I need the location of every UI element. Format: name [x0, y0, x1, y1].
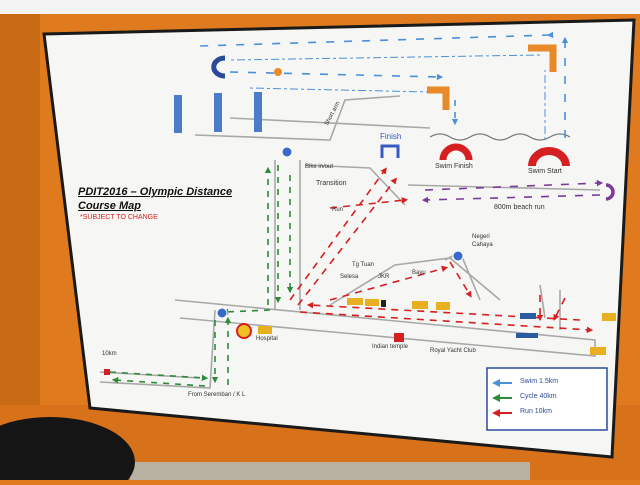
- tyre: [0, 417, 135, 485]
- bayu-label: Bayu: [412, 270, 426, 276]
- shoreline: [429, 133, 571, 141]
- poi-marker: [347, 298, 363, 305]
- poi-marker: [412, 301, 428, 309]
- jkr-label: JKR: [378, 274, 390, 280]
- buoy-corner-icon: [528, 44, 557, 72]
- swim-finish-label: Swim Finish: [435, 163, 473, 170]
- top-paper-strip: [0, 0, 640, 14]
- temple-marker: [394, 333, 404, 342]
- finish-gate-icon: [380, 144, 400, 158]
- transition-label: Transition: [316, 180, 347, 187]
- beach-run-label: 800m beach run: [494, 204, 545, 211]
- bike-inout-label: Bike in/out: [305, 164, 334, 170]
- hospital-label: Hospital: [256, 336, 278, 342]
- map-subtitle: Course Map: [78, 200, 141, 212]
- ten-km-label: 10km: [102, 351, 117, 357]
- legend-run-label: Run 10km: [520, 408, 552, 415]
- shell-station-icon: [236, 323, 252, 339]
- buoy-icon: [274, 68, 282, 76]
- floor-strip: [130, 462, 530, 480]
- negeri-label: Negeri: [472, 234, 490, 240]
- poi-marker: [436, 302, 450, 310]
- cahaya-label: Cahaya: [472, 242, 493, 248]
- poi-marker: [258, 326, 272, 334]
- legend-swim-label: Swim 1.5km: [520, 378, 559, 385]
- swim-course: [199, 31, 569, 140]
- poi-marker: [365, 299, 379, 306]
- swim-start-label: Swim Start: [528, 168, 562, 175]
- run-inout-label: Run: [332, 207, 344, 213]
- buoy-corner-icon: [427, 86, 450, 110]
- royal-yacht-club-label: Royal Yacht Club: [430, 348, 476, 354]
- finish-label: Finish: [380, 132, 402, 141]
- selesa-label: Selesa: [340, 274, 359, 280]
- beach-turn-icon: [605, 183, 615, 201]
- swim-turn-icon: [211, 55, 226, 79]
- board-left-edge: [0, 14, 40, 480]
- jetty-bar: [174, 95, 182, 133]
- poi-marker: [520, 313, 536, 319]
- map-note: *SUBJECT TO CHANGE: [80, 214, 158, 221]
- poi-marker: [516, 333, 538, 338]
- poi-marker: [590, 347, 606, 355]
- map-paper: [42, 18, 636, 459]
- indian-temple-label: Indian temple: [372, 344, 409, 350]
- map-title: PDIT2016 – Olympic Distance: [78, 186, 233, 198]
- swim-finish-gate-icon: [439, 143, 473, 161]
- poi-marker: [602, 313, 616, 321]
- start-marker: [104, 369, 110, 375]
- jetty-bar: [214, 93, 222, 132]
- roundabout-icon: [281, 146, 293, 158]
- beach-run-course: [421, 179, 604, 204]
- cycle-course: [109, 165, 294, 387]
- tg-tuan-label: Tg Tuan: [352, 262, 375, 268]
- poi-marker: [381, 300, 386, 307]
- roundabout-icon: [216, 307, 228, 319]
- swim-start-gate-icon: [528, 147, 570, 167]
- jetty-bar: [254, 92, 262, 132]
- from-seremban-label: From Seremban / K L: [188, 392, 246, 398]
- legend-cycle-label: Cycle 40km: [520, 393, 557, 400]
- roundabout-icon: [452, 250, 464, 262]
